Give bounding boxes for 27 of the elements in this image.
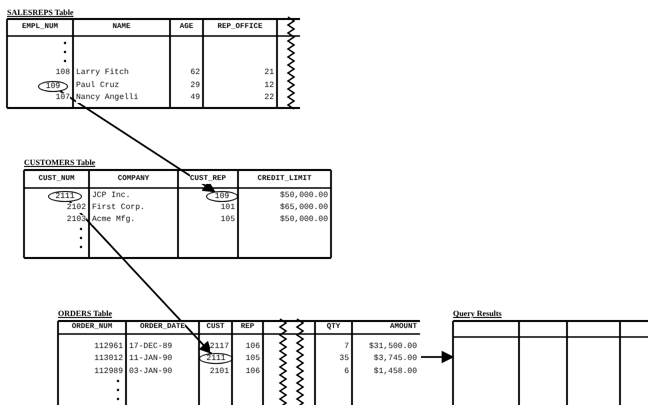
table-cell: First Corp.	[92, 203, 145, 213]
table-cell: $50,000.00	[280, 191, 328, 201]
table-cell: Larry Fitch	[76, 68, 129, 78]
arrow	[60, 90, 216, 192]
table-cell: 2102	[66, 203, 86, 213]
table-cell: $50,000.00	[280, 215, 328, 225]
arrow	[69, 201, 212, 354]
circled-value: 2111	[199, 353, 233, 364]
data-table	[7, 8, 301, 109]
table-cell: $1,458.00	[374, 367, 417, 377]
table-cell: 2117	[210, 342, 229, 352]
table-cell: $65,000.00	[280, 203, 328, 213]
table-title: CUSTOMERS Table	[24, 158, 96, 168]
table-title: ORDERS Table	[58, 309, 112, 319]
arrow	[421, 350, 454, 364]
data-table	[58, 309, 421, 405]
circled-value: 109	[38, 81, 68, 92]
circled-value: 2111	[48, 191, 82, 202]
table-cell: $3,745.00	[374, 354, 417, 364]
circled-value: 109	[206, 191, 238, 202]
data-table	[453, 309, 648, 405]
table-title: Query Results	[453, 309, 502, 319]
table-title: SALESREPS Table	[7, 8, 74, 18]
table-cell: Acme Mfg.	[92, 215, 136, 225]
table-cell: Nancy Angelli	[76, 93, 138, 103]
data-table	[24, 158, 332, 259]
table-cell: $31,500.00	[368, 342, 417, 352]
